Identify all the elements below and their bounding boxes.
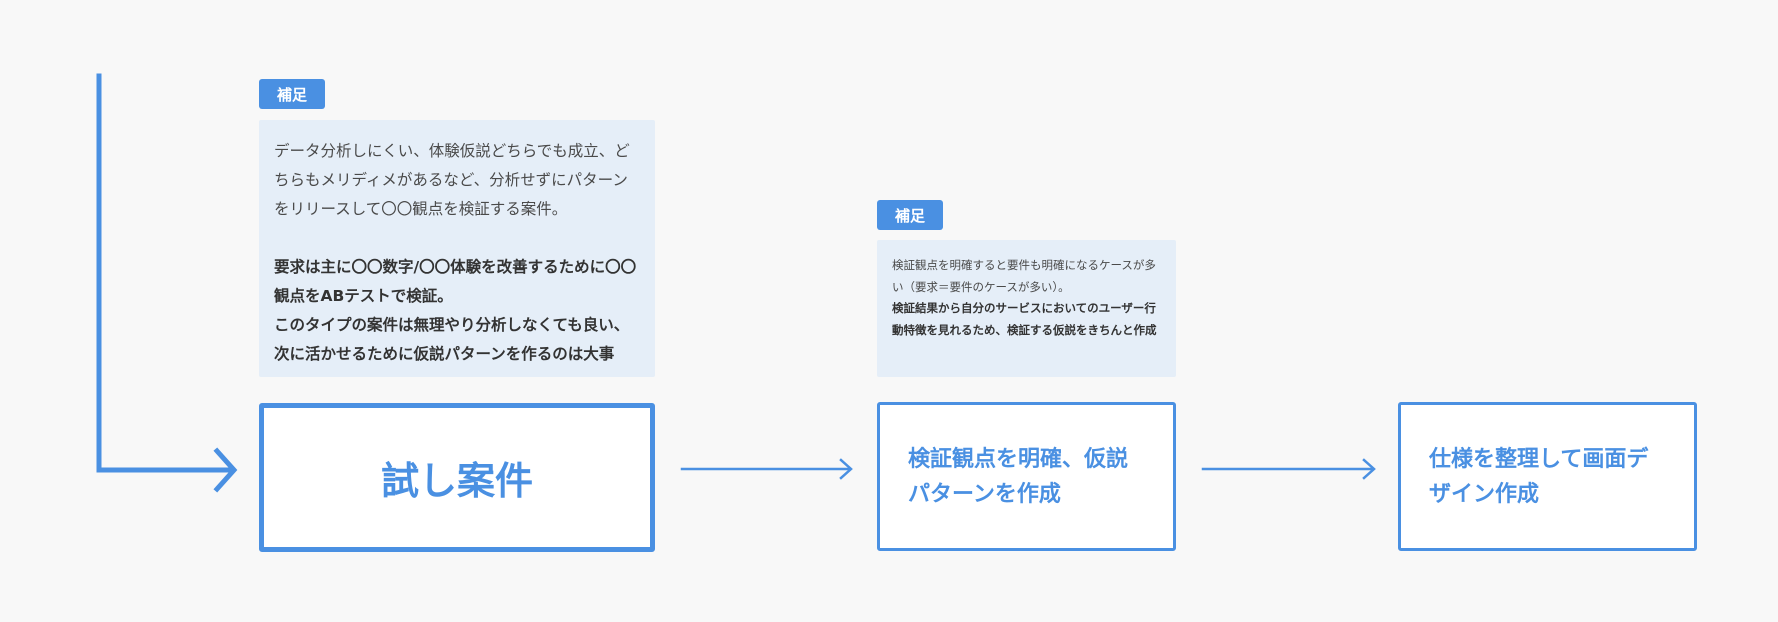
step-3-label: 仕様を整理して画面デザイン作成 xyxy=(1429,446,1649,507)
arrow-1-head xyxy=(839,458,853,480)
arrow-2-head xyxy=(1362,458,1376,480)
supplement-badge-1: 補足 xyxy=(259,79,325,109)
step-box-trial-project: 試し案件 xyxy=(259,403,655,552)
note-2-text: 検証観点を明確すると要件も明確になるケースが多い（要求＝要件のケースが多い）。 xyxy=(892,258,1156,294)
supplement-note-1: データ分析しにくい、体験仮説どちらでも成立、どちらもメリディメがあるなど、分析せ… xyxy=(259,120,655,377)
step-2-label: 検証観点を明確、仮説パターンを作成 xyxy=(908,446,1129,507)
supplement-badge-2: 補足 xyxy=(877,200,943,230)
note-2-bold-text: 検証結果から自分のサービスにおいてのユーザー行動特徴を見れるため、検証する仮説を… xyxy=(892,301,1157,337)
incoming-arrow-head xyxy=(213,447,238,493)
note-1-text: データ分析しにくい、体験仮説どちらでも成立、どちらもメリディメがあるなど、分析せ… xyxy=(274,142,630,218)
incoming-connector-line xyxy=(96,73,233,473)
note-1-bold-text-2: このタイプの案件は無理やり分析しなくても良い、次に活かせるために仮説パターンを作… xyxy=(274,316,630,363)
step-box-verification: 検証観点を明確、仮説パターンを作成 xyxy=(877,402,1176,551)
step-1-label: 試し案件 xyxy=(380,459,533,503)
supplement-note-2: 検証観点を明確すると要件も明確になるケースが多い（要求＝要件のケースが多い）。 … xyxy=(877,240,1176,377)
step-box-design: 仕様を整理して画面デザイン作成 xyxy=(1398,402,1697,551)
note-1-bold-text-1: 要求は主に〇〇数字/〇〇体験を改善するために〇〇観点をABテストで検証。 xyxy=(274,258,637,305)
